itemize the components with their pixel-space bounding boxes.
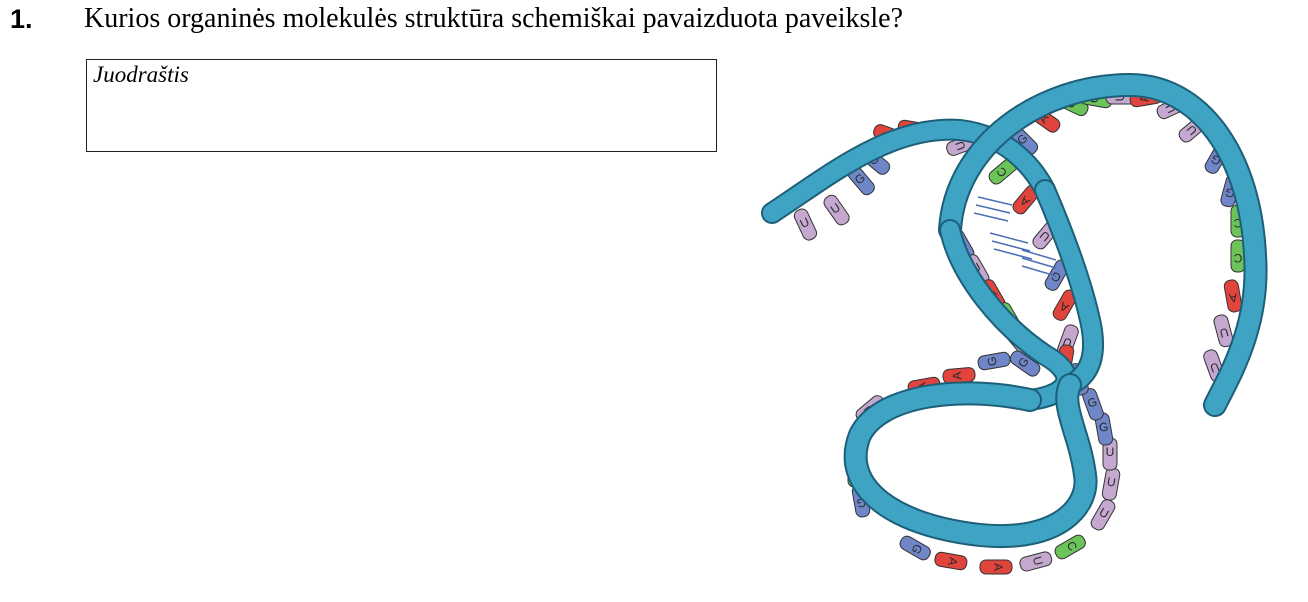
base-letter: A	[991, 563, 1005, 571]
nucleotide-base-a: A	[1223, 279, 1243, 313]
nucleotide-base-a: A	[979, 559, 1013, 575]
base-letter: A	[1228, 290, 1238, 305]
base-letter: U	[1106, 474, 1117, 489]
nucleotide-base-g: G	[1009, 350, 1041, 377]
nucleotide-base-a: A	[934, 551, 968, 571]
draft-answer-box[interactable]: Juodraštis	[86, 59, 717, 152]
nucleotide-base-u: U	[1090, 499, 1116, 531]
nucleotide-base-g: G	[899, 535, 931, 561]
rna-backbone-ribbon	[761, 72, 1268, 549]
base-letter: A	[1137, 93, 1152, 103]
base-letter: A	[945, 556, 960, 566]
base-letter: G	[1085, 394, 1099, 410]
draft-label: Juodraštis	[93, 62, 189, 87]
base-letter: U	[1030, 555, 1046, 567]
base-letter: C	[1233, 216, 1242, 230]
nucleotide-base-u: U	[793, 208, 818, 241]
question-number: 1.	[10, 4, 33, 34]
question-text: Kurios organinės molekulės struktūra sch…	[84, 3, 904, 34]
base-letter: G	[984, 356, 999, 368]
base-letter: G	[1098, 419, 1110, 434]
nucleotide-base-g: G	[1044, 259, 1070, 291]
nucleotide-base-u: U	[1213, 314, 1234, 348]
base-letter: U	[1106, 445, 1115, 459]
base-letter: A	[950, 371, 965, 380]
nucleotide-base-g: G	[977, 351, 1011, 371]
nucleotide-base-u: U	[823, 194, 850, 226]
nucleotide-base-u: U	[1019, 551, 1053, 572]
nucleotide-base-u: U	[1101, 467, 1121, 501]
base-letter: G	[856, 495, 868, 510]
base-letter: U	[1218, 325, 1230, 341]
nucleotide-base-a: A	[1012, 184, 1040, 215]
nucleotide-base-a: A	[1052, 289, 1078, 321]
base-letter: C	[1233, 251, 1242, 265]
nucleotide-base-c: C	[1054, 534, 1086, 560]
